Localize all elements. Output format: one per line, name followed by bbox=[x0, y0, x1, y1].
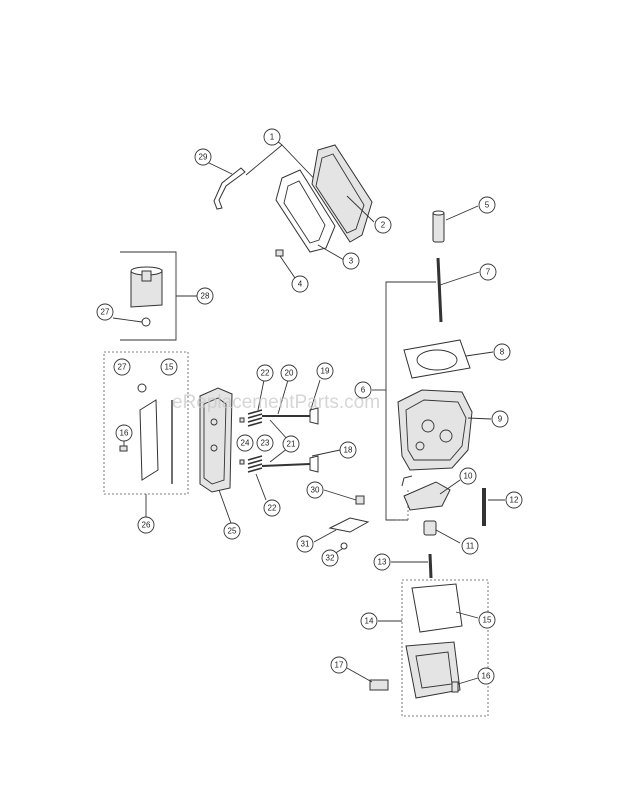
callout-14[interactable]: 14 bbox=[360, 612, 378, 630]
callout-29[interactable]: 29 bbox=[194, 148, 212, 166]
svg-text:24: 24 bbox=[241, 439, 250, 448]
callout-22-lower[interactable]: 22 bbox=[263, 499, 281, 517]
svg-text:4: 4 bbox=[298, 280, 303, 289]
box-26-group bbox=[103, 351, 189, 518]
svg-text:31: 31 bbox=[301, 540, 310, 549]
callout-13[interactable]: 13 bbox=[373, 553, 391, 571]
callout-17[interactable]: 17 bbox=[330, 656, 348, 674]
svg-text:27: 27 bbox=[118, 363, 127, 372]
callout-28[interactable]: 28 bbox=[196, 287, 214, 305]
breather-plate-part bbox=[328, 517, 370, 533]
callout-7[interactable]: 7 bbox=[479, 263, 497, 281]
svg-text:3: 3 bbox=[349, 257, 354, 266]
callout-19[interactable]: 19 bbox=[316, 362, 334, 380]
callout-26[interactable]: 26 bbox=[137, 516, 155, 534]
cylinder-head-part bbox=[397, 389, 473, 471]
svg-text:22: 22 bbox=[261, 369, 270, 378]
svg-text:27: 27 bbox=[101, 308, 110, 317]
cylinder-head-group bbox=[372, 257, 505, 544]
callout-12[interactable]: 12 bbox=[505, 491, 523, 509]
svg-text:19: 19 bbox=[321, 367, 330, 376]
callout-16-right[interactable]: 16 bbox=[477, 667, 495, 685]
callout-15-lower[interactable]: 15 bbox=[478, 611, 496, 629]
svg-text:8: 8 bbox=[500, 348, 505, 357]
callout-23[interactable]: 23 bbox=[256, 434, 274, 452]
valve-train-group bbox=[199, 379, 341, 527]
rocker-cover-group bbox=[206, 139, 375, 279]
shroud-part bbox=[403, 481, 451, 511]
svg-text:22: 22 bbox=[268, 504, 277, 513]
callout-31[interactable]: 31 bbox=[296, 535, 314, 553]
svg-text:2: 2 bbox=[381, 221, 386, 230]
svg-text:1: 1 bbox=[270, 133, 275, 142]
svg-text:21: 21 bbox=[287, 440, 296, 449]
callout-2[interactable]: 2 bbox=[374, 216, 392, 234]
callout-1[interactable]: 1 bbox=[263, 128, 281, 146]
box-28-group bbox=[112, 251, 197, 341]
cover-bolt-part bbox=[275, 249, 284, 257]
svg-text:30: 30 bbox=[311, 486, 320, 495]
callout-32[interactable]: 32 bbox=[321, 549, 339, 567]
callout-10[interactable]: 10 bbox=[459, 467, 477, 485]
svg-text:12: 12 bbox=[510, 496, 519, 505]
svg-text:15: 15 bbox=[483, 616, 492, 625]
bolt-13-part bbox=[391, 553, 433, 579]
callout-4[interactable]: 4 bbox=[291, 275, 309, 293]
svg-text:20: 20 bbox=[285, 369, 294, 378]
svg-text:9: 9 bbox=[498, 415, 503, 424]
callout-9[interactable]: 9 bbox=[491, 410, 509, 428]
svg-text:10: 10 bbox=[464, 472, 473, 481]
callout-16-left[interactable]: 16 bbox=[115, 424, 133, 442]
rocker-cover-part bbox=[311, 144, 373, 243]
svg-text:32: 32 bbox=[326, 554, 335, 563]
svg-text:15: 15 bbox=[165, 363, 174, 372]
callout-21[interactable]: 21 bbox=[282, 435, 300, 453]
callout-3[interactable]: 3 bbox=[342, 252, 360, 270]
svg-text:16: 16 bbox=[482, 672, 491, 681]
callouts: 1 2 3 4 5 6 7 8 9 10 11 12 13 14 15 15 1… bbox=[96, 128, 523, 685]
air-filter-part bbox=[411, 583, 463, 633]
callout-27-lower[interactable]: 27 bbox=[113, 358, 131, 376]
watermark-text: eReplacementParts.com bbox=[172, 392, 380, 413]
svg-text:17: 17 bbox=[335, 661, 344, 670]
svg-text:11: 11 bbox=[466, 542, 475, 551]
callout-6[interactable]: 6 bbox=[354, 381, 372, 399]
svg-text:28: 28 bbox=[201, 292, 210, 301]
svg-text:5: 5 bbox=[485, 201, 490, 210]
callout-22-upper[interactable]: 22 bbox=[256, 364, 274, 382]
svg-text:25: 25 bbox=[228, 527, 237, 536]
box-14-group bbox=[346, 579, 489, 717]
rocker-gasket-part bbox=[275, 169, 336, 253]
valve-cover-part bbox=[139, 399, 159, 481]
callout-11[interactable]: 11 bbox=[461, 537, 479, 555]
svg-text:6: 6 bbox=[361, 386, 366, 395]
callout-18[interactable]: 18 bbox=[339, 441, 357, 459]
svg-text:13: 13 bbox=[378, 558, 387, 567]
callout-20[interactable]: 20 bbox=[280, 364, 298, 382]
breather-group bbox=[313, 489, 370, 555]
gasket-17-part bbox=[369, 679, 389, 691]
head-gasket-part bbox=[403, 339, 471, 379]
svg-text:16: 16 bbox=[120, 429, 129, 438]
svg-text:14: 14 bbox=[365, 617, 374, 626]
callout-25[interactable]: 25 bbox=[223, 522, 241, 540]
svg-text:18: 18 bbox=[344, 446, 353, 455]
callout-15-upper[interactable]: 15 bbox=[160, 358, 178, 376]
callout-5[interactable]: 5 bbox=[478, 196, 496, 214]
callout-24[interactable]: 24 bbox=[236, 434, 254, 452]
callout-8[interactable]: 8 bbox=[493, 343, 511, 361]
insert-part bbox=[432, 205, 479, 243]
svg-text:29: 29 bbox=[199, 153, 208, 162]
callout-30[interactable]: 30 bbox=[306, 481, 324, 499]
svg-text:23: 23 bbox=[261, 439, 270, 448]
svg-text:26: 26 bbox=[142, 521, 151, 530]
svg-text:7: 7 bbox=[486, 268, 491, 277]
callout-27-upper[interactable]: 27 bbox=[96, 303, 114, 321]
breather-tube-part bbox=[213, 167, 246, 210]
